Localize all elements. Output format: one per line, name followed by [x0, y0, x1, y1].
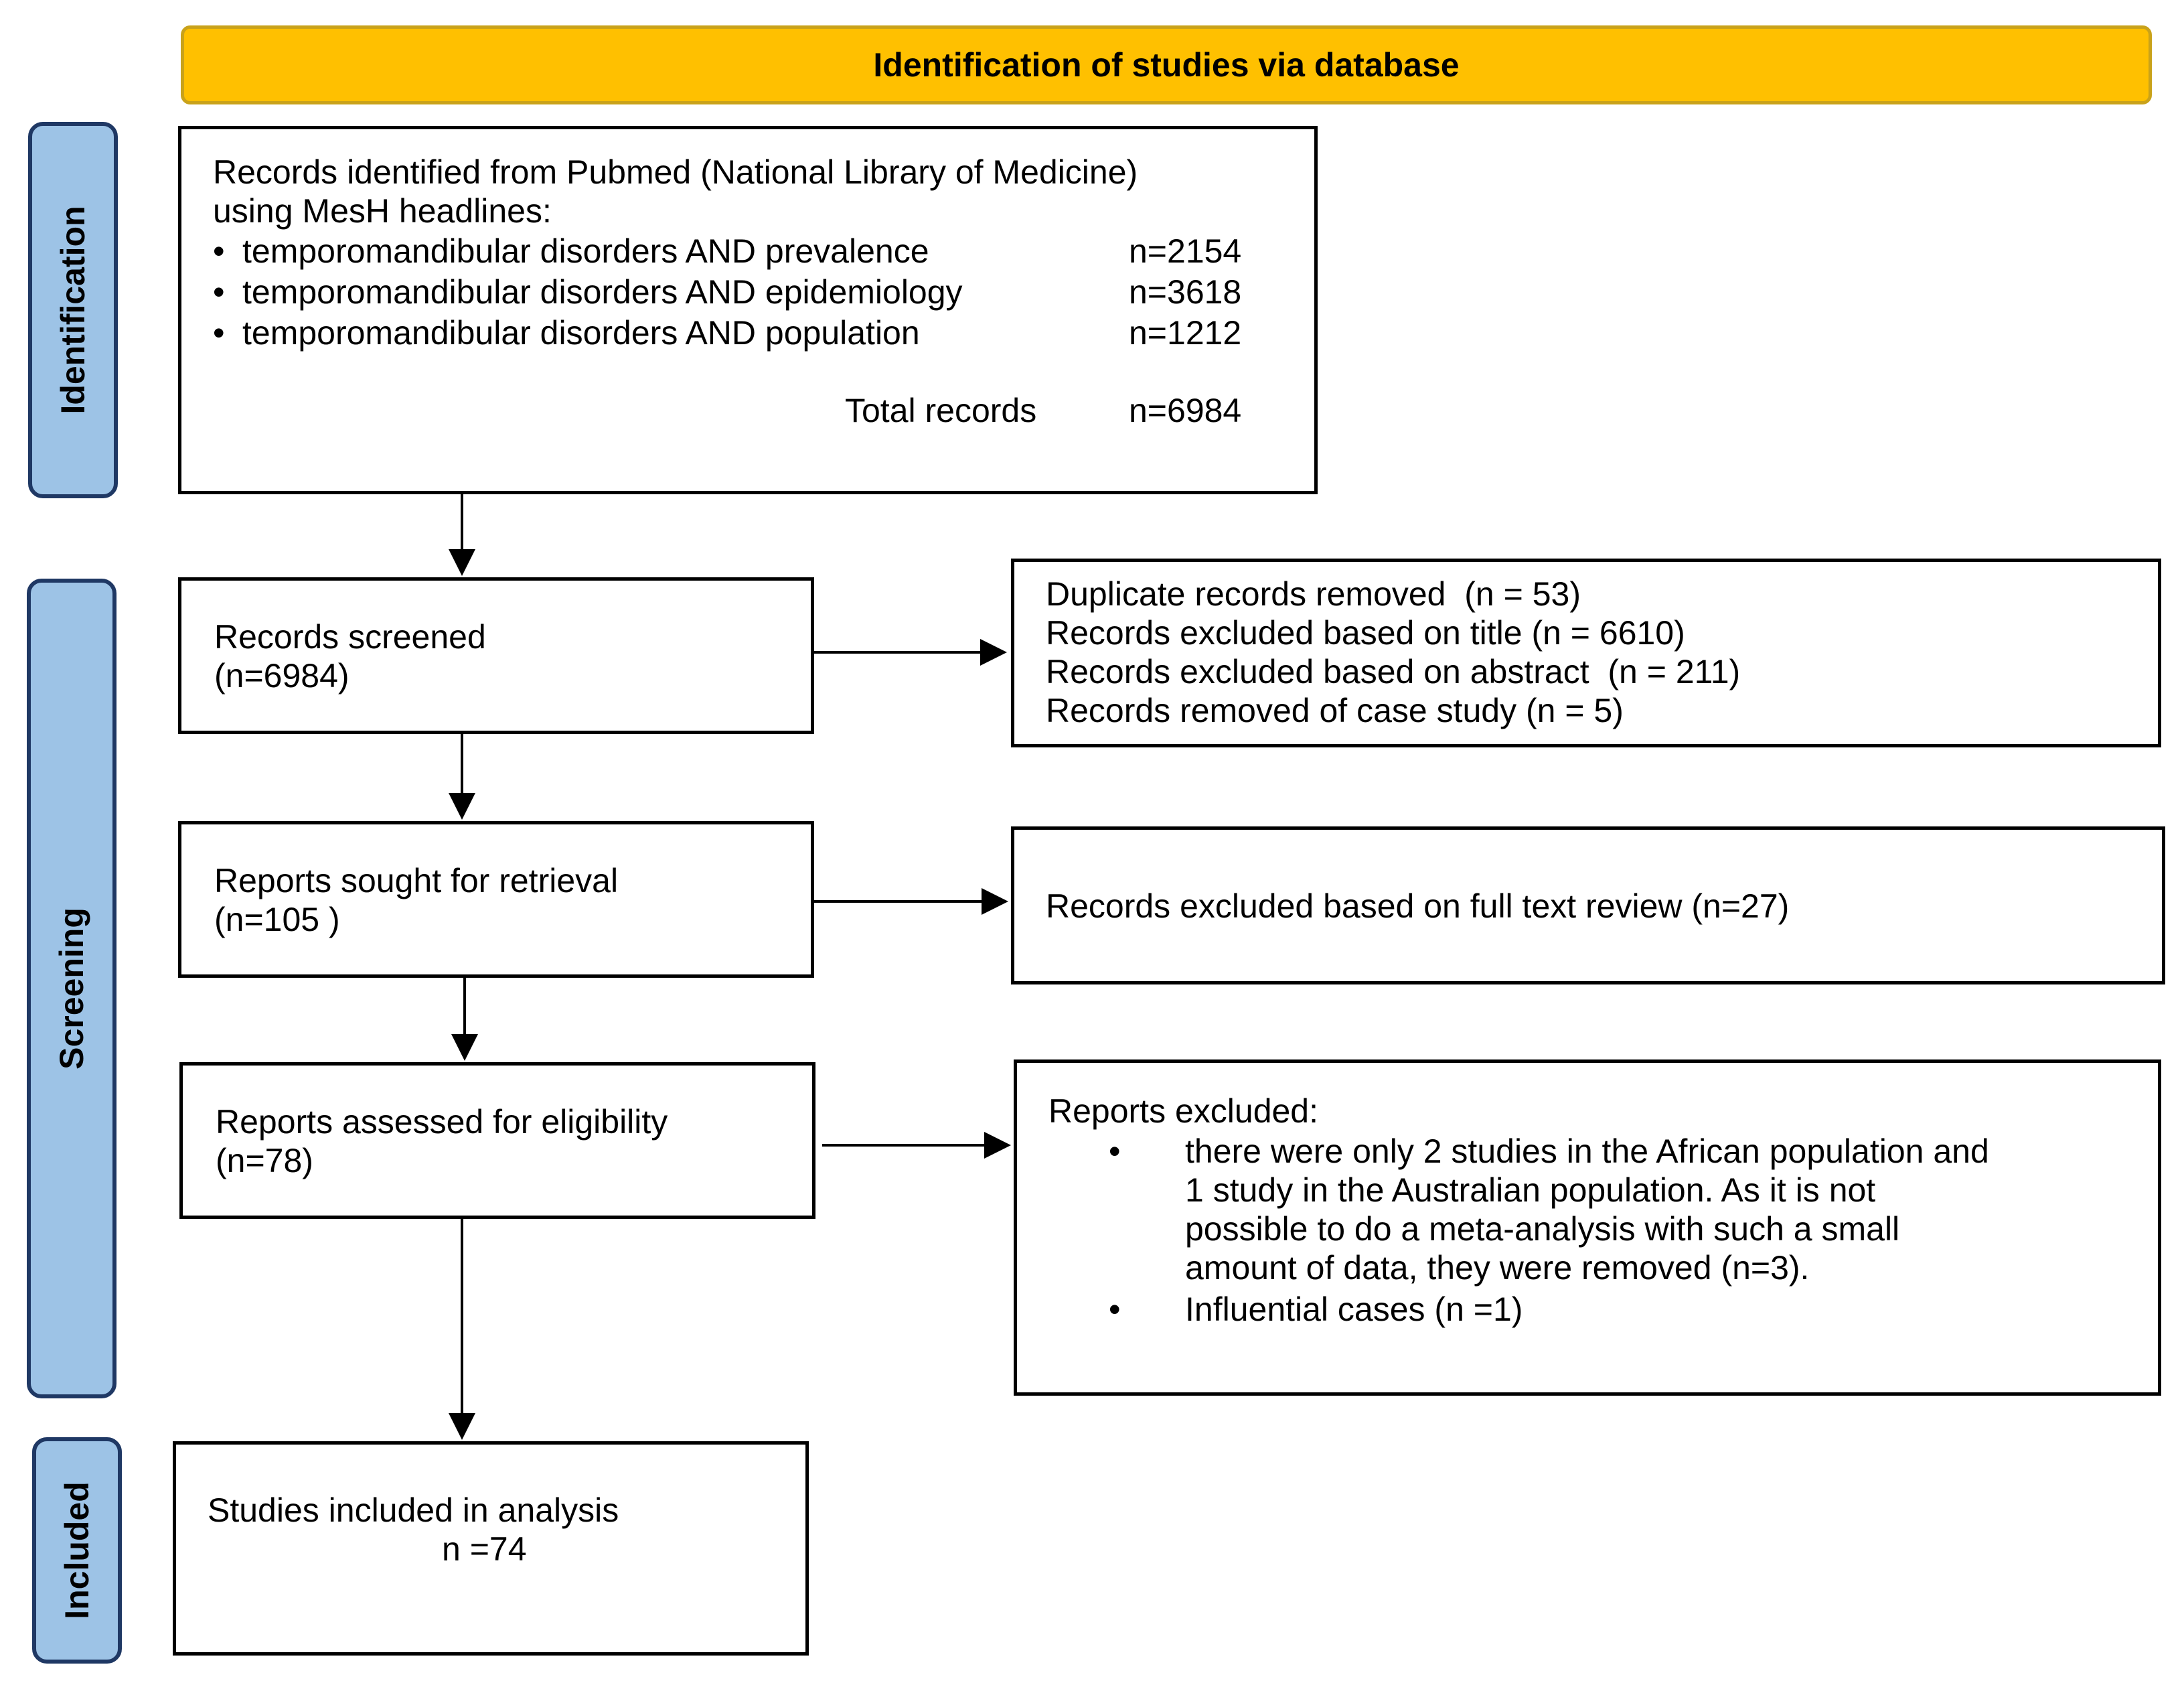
records-identified-box — [178, 126, 1318, 494]
exclusion-duplicates: Duplicate records removed (n = 53) — [1046, 575, 1581, 613]
query-count-prevalence: n=2154 — [1129, 232, 1242, 270]
full-text-exclusion-text: Records excluded based on full text revi… — [1046, 887, 1790, 925]
reports-sought-box — [178, 821, 814, 978]
exclusion-title: Records excluded based on title (n = 661… — [1046, 614, 1685, 652]
reports-assessed-count: (n=78) — [216, 1142, 313, 1179]
reports-excluded-item1-line4: amount of data, they were removed (n=3). — [1185, 1249, 1810, 1287]
full-text-exclusion-box — [1011, 826, 2165, 984]
reports-excluded-item2: Influential cases (n =1) — [1185, 1291, 1523, 1328]
stage-identification: Identification — [28, 122, 118, 498]
query-label-epidemiology: temporomandibular disorders AND epidemio… — [242, 273, 963, 311]
studies-included-count: n =74 — [442, 1530, 527, 1568]
total-records-count: n=6984 — [1129, 392, 1242, 429]
reports-excluded-item1-line3: possible to do a meta-analysis with such… — [1185, 1210, 1900, 1248]
reports-sought-title: Reports sought for retrieval — [214, 862, 619, 899]
exclusion-case-study: Records removed of case study (n = 5) — [1046, 692, 1624, 729]
studies-included-title: Studies included in analysis — [208, 1491, 619, 1529]
stage-screening: Screening — [27, 579, 116, 1398]
query-bullet: • — [213, 232, 225, 270]
exclusion-abstract: Records excluded based on abstract (n = … — [1046, 653, 1741, 690]
reports-excluded-bullet: • — [1109, 1132, 1121, 1170]
identification-banner: Identification of studies via database — [181, 25, 2152, 104]
reports-sought-count: (n=105 ) — [214, 901, 340, 938]
records-identified-line1: Records identified from Pubmed (National… — [213, 153, 1138, 191]
banner-title: Identification of studies via database — [873, 46, 1460, 84]
query-count-epidemiology: n=3618 — [1129, 273, 1242, 311]
reports-excluded-item1-line1: there were only 2 studies in the African… — [1185, 1132, 1989, 1170]
reports-assessed-box — [179, 1062, 815, 1219]
query-label-prevalence: temporomandibular disorders AND prevalen… — [242, 232, 929, 270]
screened-exclusions-box — [1011, 559, 2161, 747]
total-records-label: Total records — [845, 392, 1037, 429]
query-label-population: temporomandibular disorders AND populati… — [242, 314, 920, 352]
records-screened-count: (n=6984) — [214, 657, 349, 694]
records-screened-title: Records screened — [214, 618, 486, 656]
records-identified-line2: using MesH headlines: — [213, 192, 552, 230]
query-bullet: • — [213, 273, 225, 311]
query-count-population: n=1212 — [1129, 314, 1242, 352]
reports-assessed-title: Reports assessed for eligibility — [216, 1103, 668, 1141]
reports-excluded-bullet: • — [1109, 1291, 1121, 1328]
reports-excluded-heading: Reports excluded: — [1048, 1092, 1319, 1130]
stage-included: Included — [32, 1437, 122, 1664]
reports-excluded-box — [1014, 1059, 2161, 1396]
reports-excluded-item1-line2: 1 study in the Australian population. As… — [1185, 1171, 1876, 1209]
query-bullet: • — [213, 314, 225, 352]
studies-included-box — [173, 1441, 809, 1656]
records-screened-box — [178, 577, 814, 734]
